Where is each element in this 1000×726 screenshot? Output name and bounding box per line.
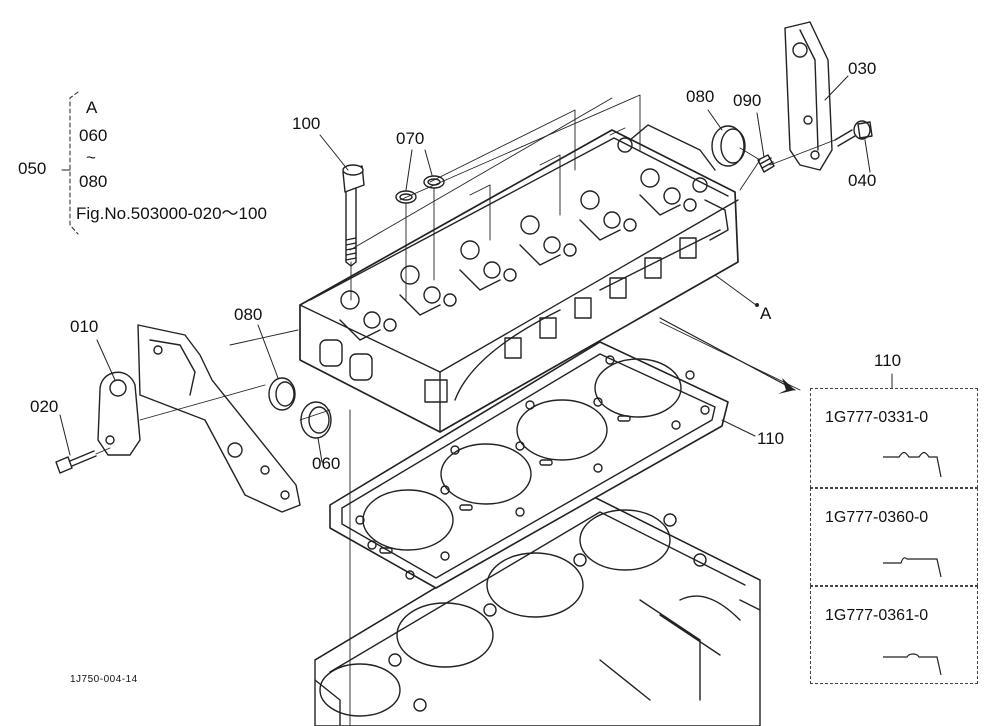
set-note-line4: 080 [79,172,108,191]
gasket-variant-2[interactable]: 1G777-0360-0 [810,488,978,586]
callout-100[interactable]: 100 [292,114,321,133]
engine-block-illustration [314,494,761,726]
callout-080-top[interactable]: 080 [686,87,715,106]
gasket-variant-1[interactable]: 1G777-0331-0 [810,388,978,488]
assembly-alignment-lines [95,94,836,726]
set-note-line5: Fig.No.503000-020～100 [76,204,267,223]
variant-part-number: 1G777-0331-0 [825,409,929,426]
callout-110[interactable]: 110 [757,429,785,448]
callout-080-left[interactable]: 080 [234,305,263,324]
plug-090-illustration [757,154,775,173]
gasket-profile-icon [883,653,942,676]
callout-010[interactable]: 010 [70,317,99,336]
callout-070[interactable]: 070 [396,129,425,148]
bolt-020-illustration [55,450,97,474]
callout-060[interactable]: 060 [312,454,341,473]
callout-020[interactable]: 020 [30,397,59,416]
cylinder-head-illustration [299,124,739,433]
callout-090[interactable]: 090 [733,91,762,110]
end-plate-illustration [137,324,301,513]
gasket-profile-icon [883,557,942,578]
callout-030[interactable]: 030 [848,59,877,78]
set-note-line3: ~ [86,148,96,167]
variant-arrow [659,317,796,391]
seal-060-illustration [300,401,332,439]
head-gasket-illustration [329,341,729,589]
callout-050[interactable]: 050 [18,159,47,178]
bolt-040-illustration [834,120,873,147]
bolt-100-illustration [342,164,365,267]
plug-080-top-illustration [711,125,746,167]
seal-080-left-illustration [268,377,296,411]
gasket-variant-3[interactable]: 1G777-0361-0 [810,586,978,684]
bracket-010-illustration [97,371,141,456]
variant-part-number: 1G777-0361-0 [825,607,929,624]
set-note-line1: A [86,98,98,117]
variant-part-number: 1G777-0360-0 [825,509,929,526]
callout-leaders [59,75,893,463]
set-bracket [61,91,79,235]
bracket-030-illustration [784,21,833,171]
set-note-line2: 060 [79,126,108,145]
callout-040[interactable]: 040 [848,171,877,190]
reference-a-label: A [760,304,772,323]
callout-110-box[interactable]: 110 [874,351,902,370]
figure-code: 1J750-004-14 [70,674,138,685]
gasket-profile-icon [883,451,942,478]
